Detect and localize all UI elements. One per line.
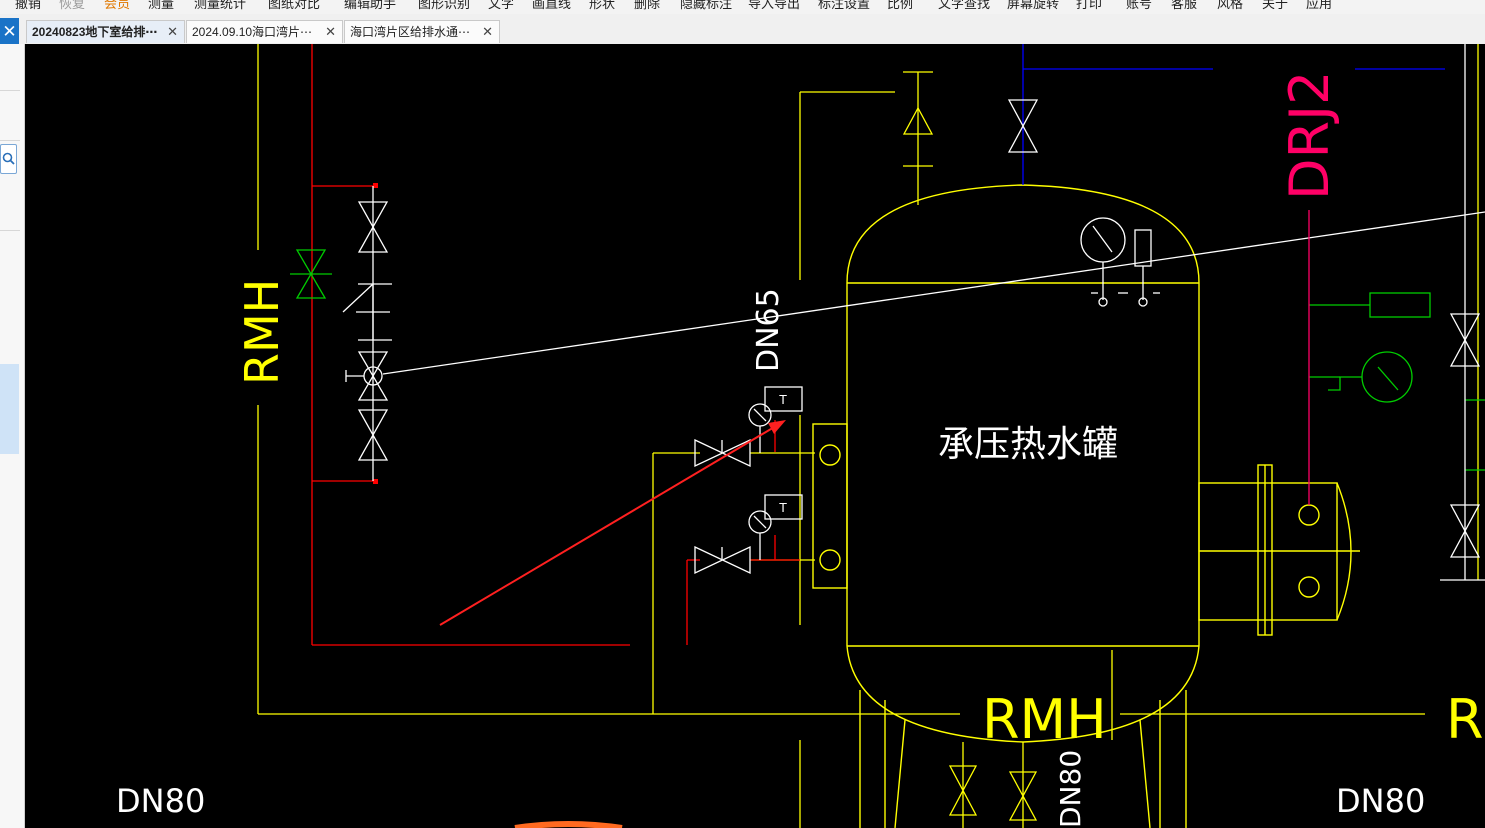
tab-label: 海口湾片区给排水通⋯ (350, 25, 471, 39)
label-rmh-bottom: RMH (982, 688, 1107, 751)
blue-pipes (1022, 44, 1445, 185)
menu-item[interactable]: 关于 (1262, 0, 1289, 11)
menu-item[interactable]: 隐藏标注 (680, 0, 733, 11)
label-dn80-left: DN80 (116, 782, 205, 820)
menu-item[interactable]: 屏幕旋转 (1007, 0, 1060, 11)
sidebar-panel[interactable] (0, 364, 19, 454)
right-valves (1440, 44, 1485, 581)
green-valves (290, 249, 1485, 471)
menu-item[interactable]: 打印 (1076, 0, 1103, 11)
svg-text:T: T (778, 501, 787, 515)
close-icon[interactable]: ✕ (325, 24, 336, 39)
label-drj2: DRJ2 (1278, 71, 1341, 200)
red-pipes (311, 44, 800, 646)
left-sidebar (0, 44, 25, 828)
label-dn65: DN65 (751, 288, 786, 372)
tab-document-2[interactable]: 2024.09.10海口湾片⋯ ✕ (186, 20, 343, 43)
tab-label: 2024.09.10海口湾片⋯ (192, 25, 313, 39)
bottom-valves (948, 742, 1038, 828)
menu-item[interactable]: 测量 (148, 0, 175, 11)
label-dn80-right: DN80 (1336, 782, 1425, 820)
menu-item[interactable]: 画直线 (532, 0, 572, 11)
label-dn80-vertical: DN80 (1054, 750, 1087, 828)
menu-item[interactable]: 形状 (589, 0, 616, 11)
close-icon[interactable]: ✕ (167, 24, 178, 39)
label-rmh-right: R (1446, 688, 1484, 751)
menu-bar: 撤销 恢复 会员 测量 测量统计 图纸对比 编辑助手 图形识别 文字 画直线 形状 删除 隐藏标注 导入导… (0, 0, 1485, 14)
menu-item[interactable]: 导入导出 (748, 0, 801, 11)
svg-text:T: T (778, 393, 787, 407)
red-endpoints (373, 183, 378, 484)
menu-item[interactable]: 测量统计 (194, 0, 247, 11)
menu-item[interactable]: 文字 (488, 0, 515, 11)
menu-item[interactable]: 风格 (1217, 0, 1244, 11)
sidebar-divider (0, 230, 20, 231)
tab-document-3[interactable]: 海口湾片区给排水通⋯ ✕ (344, 20, 500, 43)
tab-label: 20240823地下室给排⋯ (32, 25, 158, 39)
menu-item[interactable]: 文字查找 (938, 0, 991, 11)
menu-item[interactable]: 编辑助手 (344, 0, 397, 11)
pressure-tank (812, 184, 1360, 828)
sidebar-divider (0, 140, 20, 141)
label-rmh-left: RMH (235, 279, 289, 385)
top-relief-valve (902, 71, 934, 167)
menu-item[interactable]: 账号 (1126, 0, 1153, 11)
close-icon[interactable]: ✕ (482, 24, 493, 39)
search-icon-glyph (2, 152, 15, 165)
menu-item[interactable]: 应用 (1306, 0, 1333, 11)
menu-item[interactable]: 图形识别 (418, 0, 471, 11)
search-icon[interactable] (0, 144, 17, 174)
menu-item[interactable]: 客服 (1171, 0, 1198, 11)
tab-document-1[interactable]: 20240823地下室给排⋯ ✕ (26, 20, 185, 43)
menu-item[interactable]: 会员 (104, 0, 131, 11)
menu-item[interactable]: 撤销 (15, 0, 42, 11)
yellow-pipes (257, 44, 1479, 828)
menu-item[interactable]: 恢复 (59, 0, 86, 11)
menu-item[interactable]: 比例 (887, 0, 914, 11)
orange-fragment (514, 821, 623, 828)
menu-item[interactable]: 图纸对比 (268, 0, 321, 11)
white-valve-train: T T (342, 186, 1485, 575)
menu-item[interactable]: 删除 (634, 0, 661, 11)
cad-drawing: T T (116, 44, 1485, 828)
sidebar-close-icon[interactable]: ✕ (0, 18, 19, 46)
label-tank: 承压热水罐 (938, 424, 1118, 465)
annotation-arrow (439, 420, 786, 626)
menu-item[interactable]: 标注设置 (818, 0, 871, 11)
top-gate-valve (1007, 99, 1039, 153)
drawing-canvas[interactable]: T T (25, 44, 1485, 828)
sidebar-divider (0, 90, 20, 91)
